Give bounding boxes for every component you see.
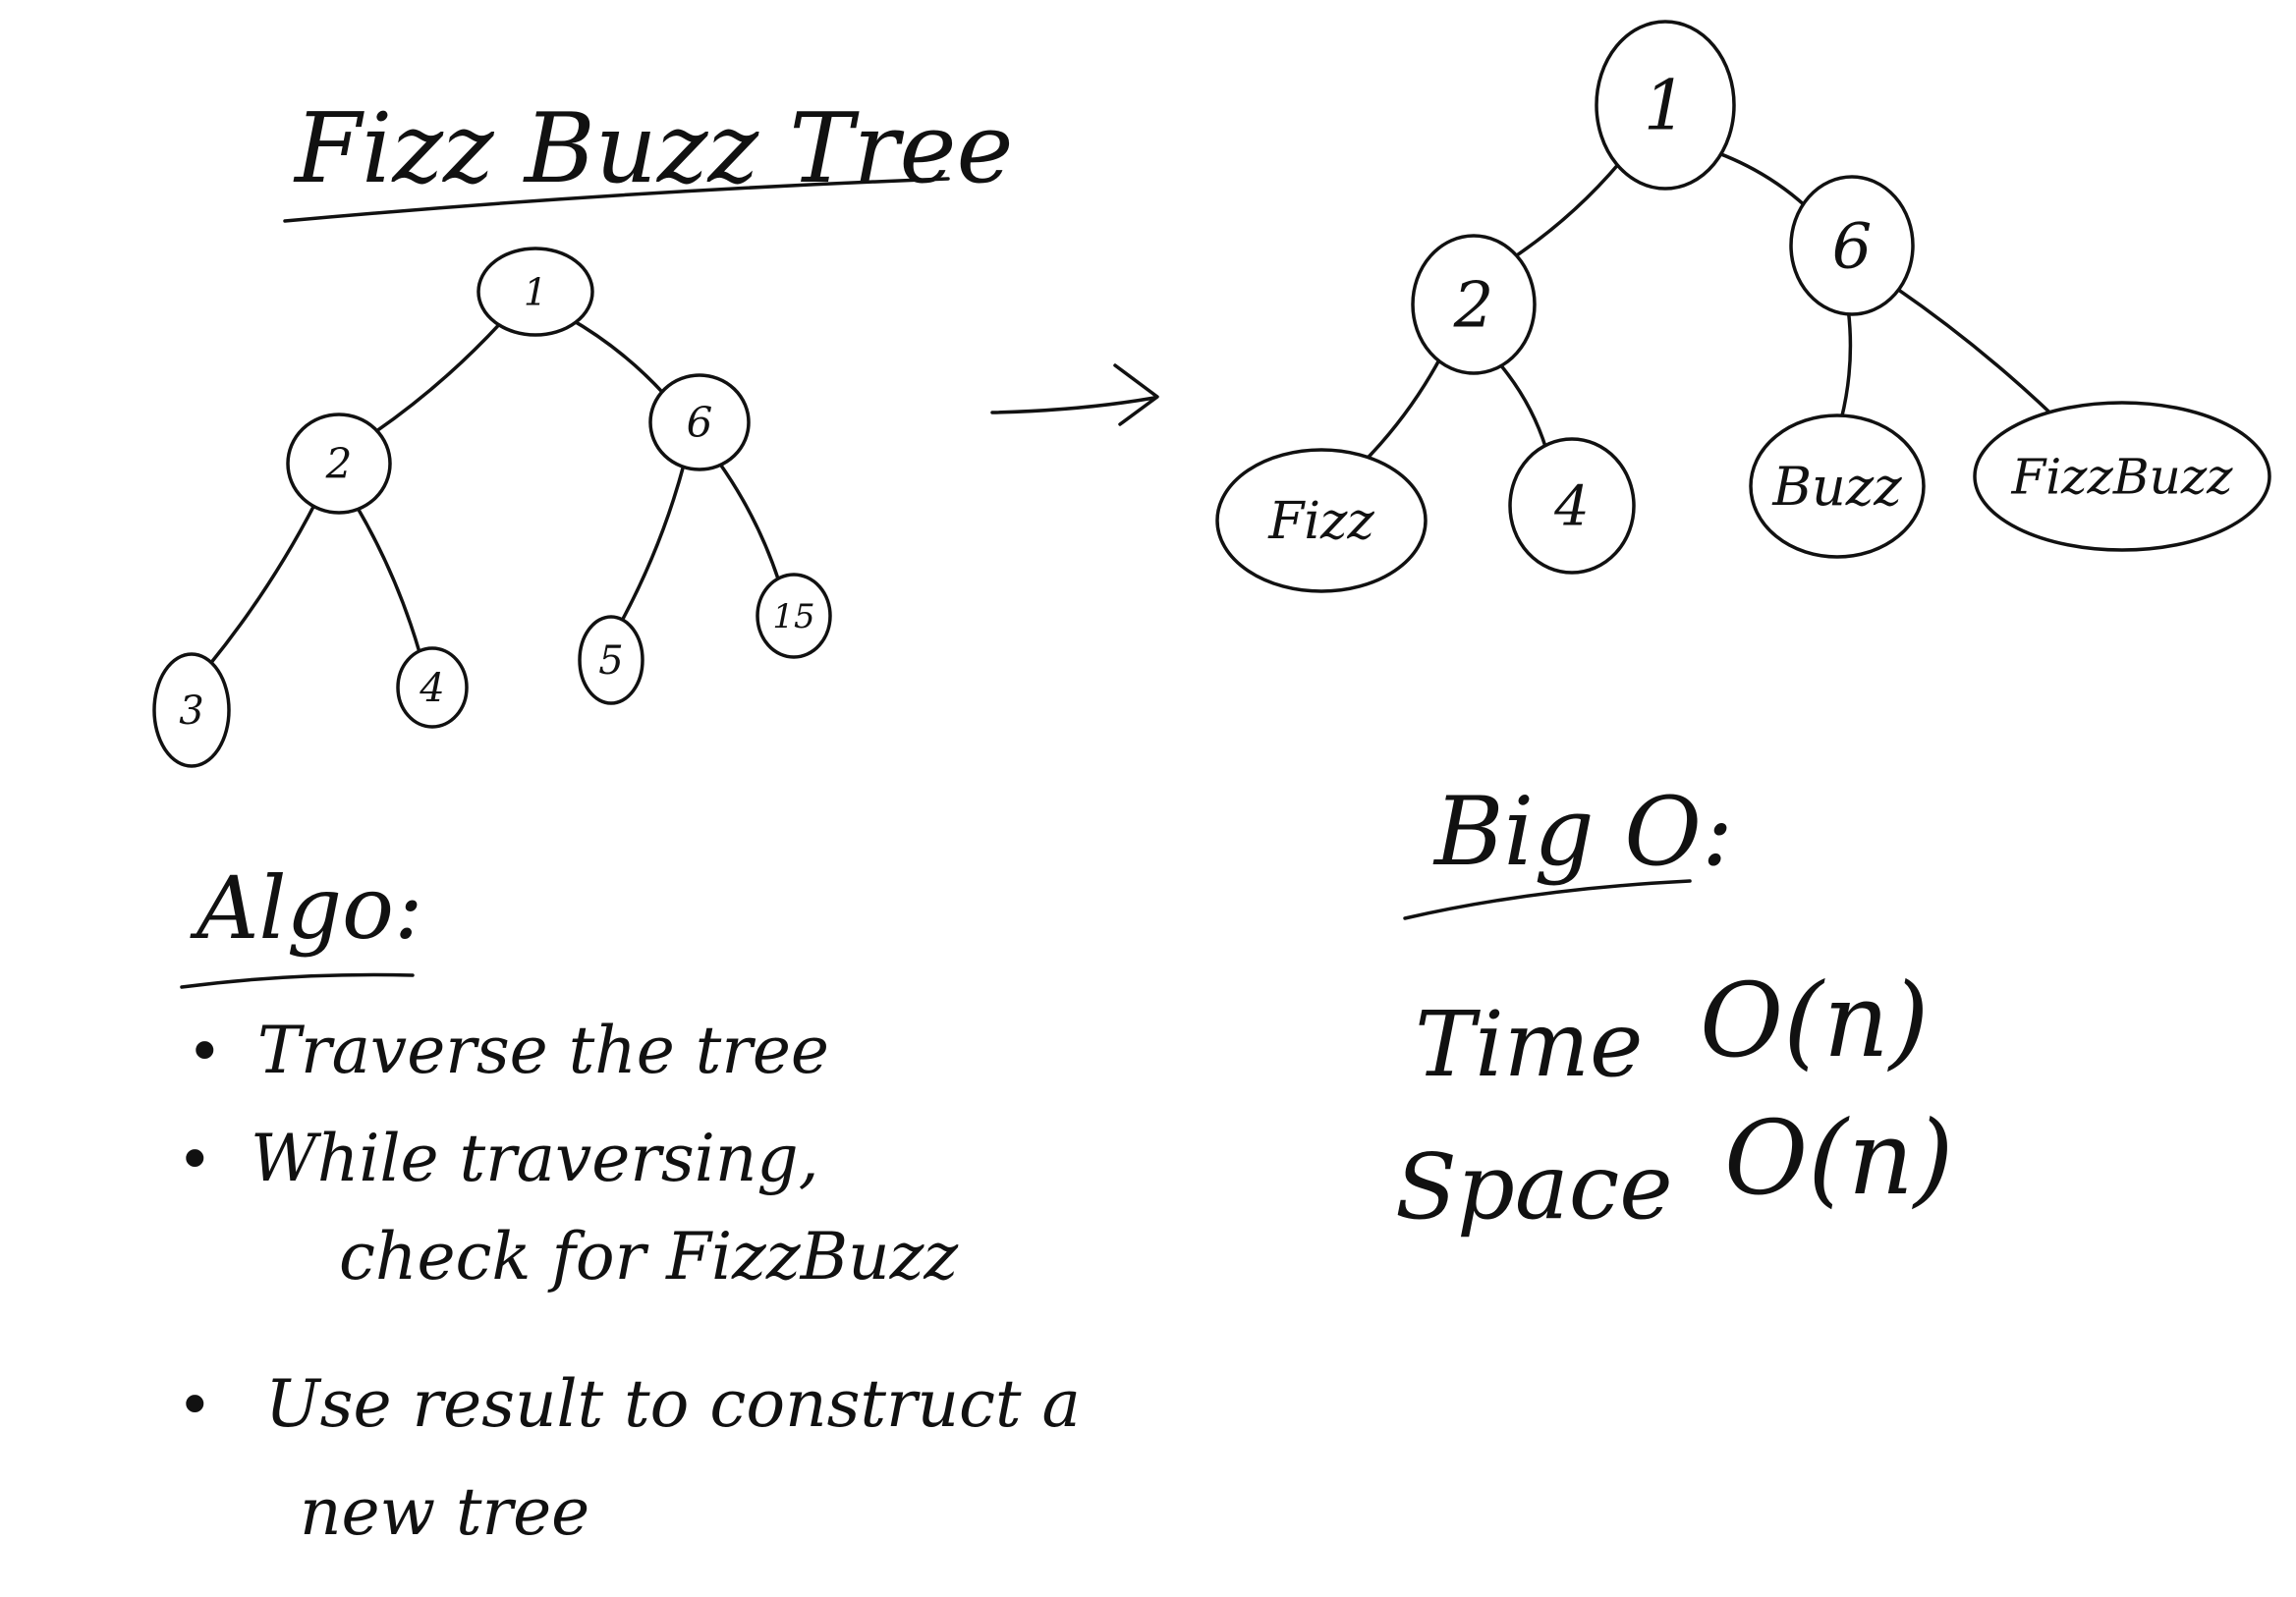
output-tree-node-m2: 2 — [1411, 234, 1537, 375]
input-tree-node-circle — [396, 646, 469, 729]
output-tree-node-mfizz: Fizz — [1215, 448, 1428, 593]
output-tree-node-label: Fizz — [1267, 492, 1374, 551]
output-tree-node-circle — [1595, 20, 1736, 191]
input-tree-node-n1: 1 — [476, 247, 594, 337]
time-label: Time — [1415, 992, 1643, 1097]
algo-heading: Algo: — [190, 857, 423, 959]
time-complexity: O(n) — [1700, 961, 1929, 1080]
input-tree-node-label: 1 — [524, 270, 547, 313]
space-label: Space — [1395, 1134, 1673, 1239]
output-tree-edges — [1358, 150, 2071, 468]
input-tree-node-label: 4 — [419, 666, 444, 711]
input-tree-node-n5: 5 — [578, 615, 644, 705]
input-tree-node-circle — [476, 247, 594, 337]
input-tree-nodes: 1 2 6 3 4 5 15 — [152, 247, 832, 768]
right-arrow-icon — [990, 363, 1159, 426]
algo-bullet-4: • — [177, 1369, 213, 1441]
input-tree-node-label: 2 — [325, 440, 353, 488]
input-tree-edge-6 — [717, 461, 781, 582]
input-tree-node-circle — [286, 413, 392, 515]
input-tree-node-n2: 2 — [286, 413, 392, 515]
input-tree-edge-4 — [355, 505, 421, 655]
input-tree-node-circle — [578, 615, 644, 705]
output-tree-node-label: 6 — [1832, 210, 1873, 283]
input-tree-node-label: 3 — [179, 688, 203, 734]
input-tree-node-label: 15 — [772, 597, 814, 636]
output-tree-node-circle — [1508, 437, 1636, 575]
algo-bullet-1: • — [187, 1016, 223, 1087]
input-tree-node-label: 6 — [687, 399, 713, 447]
page-title: Fizz Buzz Tree — [293, 93, 1014, 205]
input-tree-edge-3 — [207, 502, 317, 667]
output-tree-node-m1: 1 — [1595, 20, 1736, 191]
output-tree-edge-5 — [1839, 308, 1853, 421]
algo-section: Algo: • Traverse the tree • While traver… — [177, 857, 1081, 1550]
input-tree-node-n15: 15 — [756, 573, 832, 659]
output-tree-node-label: 2 — [1453, 269, 1494, 342]
output-tree-edge-6 — [1894, 286, 2071, 433]
output-tree-node-label: 1 — [1644, 66, 1688, 146]
output-tree-edge-1 — [1512, 160, 1622, 259]
input-tree-node-n6: 6 — [648, 373, 751, 471]
output-tree-node-circle — [1749, 413, 1926, 559]
input-tree-node-label: 5 — [598, 638, 623, 684]
output-tree-node-label: Buzz — [1771, 456, 1902, 518]
output-tree-edge-3 — [1358, 356, 1442, 468]
output-tree-node-circle — [1973, 401, 2271, 552]
output-tree-node-label: 4 — [1553, 475, 1590, 539]
output-tree-node-mbuzz: Buzz — [1749, 413, 1926, 559]
input-tree-edge-2 — [565, 315, 667, 397]
big-o-underline — [1403, 879, 1692, 920]
input-tree: 1 2 6 3 4 5 15 — [152, 247, 832, 768]
input-tree-edges — [207, 315, 781, 667]
input-tree-node-circle — [756, 573, 832, 659]
input-tree-node-n3: 3 — [152, 652, 231, 768]
output-tree-node-circle — [1789, 175, 1915, 316]
title-underline — [283, 177, 950, 223]
space-complexity: O(n) — [1724, 1098, 1953, 1218]
input-tree-node-n4: 4 — [396, 646, 469, 729]
output-tree-node-mfizzbuzz: FizzBuzz — [1973, 401, 2271, 552]
big-o-section: Big O: Time O(n) Space O(n) — [1395, 777, 1953, 1239]
output-tree-edge-4 — [1497, 361, 1548, 451]
algo-line-4: Use result to construct a — [265, 1366, 1081, 1442]
output-tree-node-circle — [1411, 234, 1537, 375]
output-tree-node-label: FizzBuzz — [2011, 449, 2234, 506]
algo-bullet-2: • — [177, 1124, 213, 1195]
algo-line-3: check for FizzBuzz — [339, 1219, 959, 1294]
big-o-heading: Big O: — [1432, 777, 1733, 887]
algo-line-5: new tree — [300, 1474, 589, 1550]
algo-underline — [180, 972, 415, 989]
input-tree-node-circle — [152, 652, 231, 768]
input-tree-edge-1 — [371, 316, 507, 435]
output-tree-node-circle — [1215, 448, 1428, 593]
input-tree-node-circle — [648, 373, 751, 471]
output-tree-edge-2 — [1715, 150, 1808, 208]
algo-line-1: Traverse the tree — [257, 1013, 829, 1088]
algo-line-2: While traversing, — [251, 1121, 819, 1196]
input-tree-edge-5 — [619, 462, 686, 624]
output-tree-node-m4: 4 — [1508, 437, 1636, 575]
output-tree-node-m6: 6 — [1789, 175, 1915, 316]
